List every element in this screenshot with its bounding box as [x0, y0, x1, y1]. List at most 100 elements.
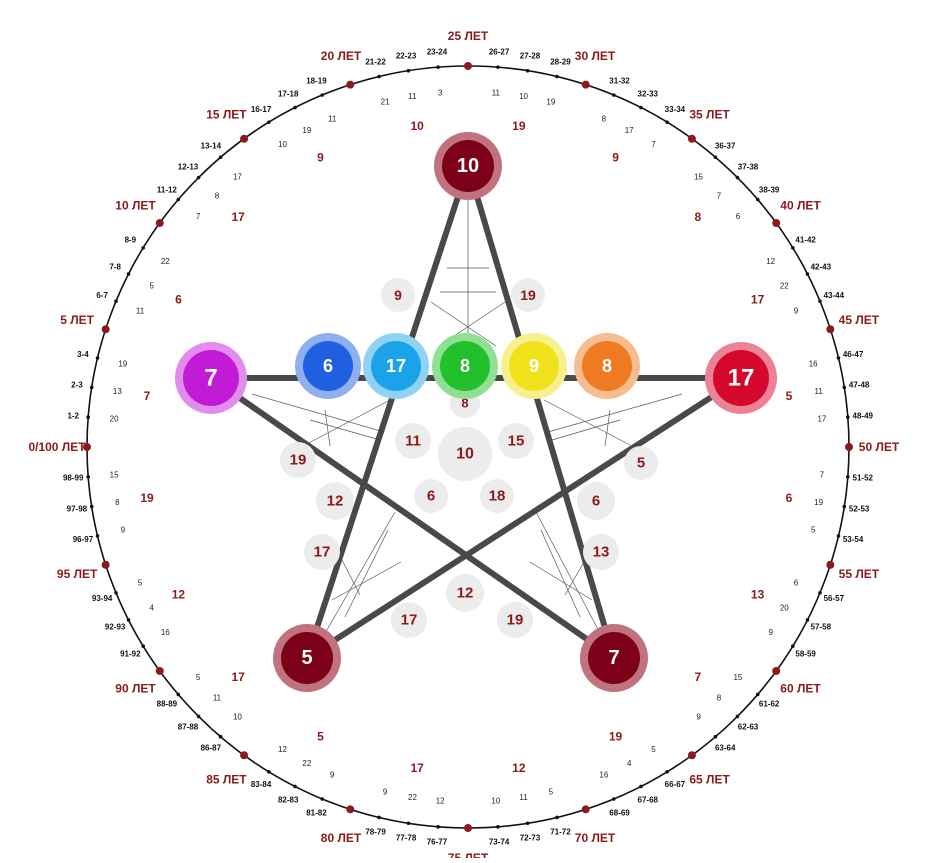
range-tick-dot	[713, 155, 718, 160]
grey-number-disc	[316, 482, 354, 520]
chakra-node-4-core	[509, 341, 559, 391]
age-range-label: 62-63	[738, 723, 759, 732]
range-tick-dot	[320, 797, 324, 801]
ring-inner-value: 12	[766, 257, 775, 266]
age-range-label: 26-27	[489, 48, 510, 57]
ring-major-value: 19	[512, 119, 526, 133]
grey-number-upper-right: 19	[520, 287, 536, 303]
grey-number-disc	[446, 574, 484, 612]
star-node-bottom-left-core	[281, 632, 333, 684]
age-label: 45 ЛЕТ	[839, 313, 880, 327]
ring-inner-value: 17	[817, 415, 826, 424]
range-tick-dot	[196, 175, 201, 180]
age-label: 10 ЛЕТ	[115, 198, 156, 212]
range-tick-dot	[406, 821, 411, 826]
ring-inner-value: 16	[161, 628, 170, 637]
age-range-label: 23-24	[427, 48, 448, 57]
range-tick-dot	[555, 74, 559, 79]
grey-number-disc	[497, 602, 533, 638]
age-range-label: 66-67	[665, 780, 686, 789]
age-range-label: 58-59	[795, 649, 816, 658]
ring-inner-value: 17	[233, 173, 242, 182]
age-range-label: 12-13	[178, 162, 199, 171]
ring-inner-value: 19	[302, 126, 311, 135]
ring-major-value: 7	[694, 670, 701, 684]
range-tick-dot	[496, 825, 500, 829]
age-range-label: 83-84	[251, 780, 272, 789]
range-tick-dot	[612, 93, 616, 97]
range-tick-dot	[436, 825, 440, 829]
grey-number-arm-right-top: 5	[637, 455, 645, 472]
range-tick-dot	[196, 714, 201, 719]
range-tick-dot	[114, 299, 118, 303]
grey-number-disc	[577, 482, 615, 520]
ring-inner-value: 13	[113, 387, 122, 396]
ring-inner-value: 11	[213, 694, 222, 703]
ring-major-value: 6	[175, 292, 182, 306]
grey-number-arm-left-top: 19	[290, 452, 307, 469]
chakra-node-2-core	[371, 341, 421, 391]
age-range-label: 72-73	[520, 834, 541, 843]
range-tick-dot	[755, 197, 760, 202]
age-range-label: 3-4	[77, 350, 89, 359]
age-range-label: 51-52	[853, 474, 874, 483]
age-range-label: 52-53	[849, 504, 870, 513]
age-marker-dot	[772, 219, 781, 228]
ring-inner-value: 22	[302, 759, 311, 768]
range-tick-dot	[836, 534, 841, 538]
ring-inner-value: 12	[436, 796, 445, 805]
range-tick-dot	[842, 504, 847, 509]
ring-major-value: 9	[612, 150, 619, 164]
grey-number-arm-left-low: 17	[314, 544, 331, 561]
age-range-label: 78-79	[365, 828, 386, 837]
age-label: 65 ЛЕТ	[689, 773, 730, 787]
age-range-label: 46-47	[843, 350, 864, 359]
ring-inner-value: 9	[794, 307, 799, 316]
range-tick-dot	[218, 734, 223, 739]
age-label: 35 ЛЕТ	[689, 107, 730, 121]
grey-number-upper-left: 9	[394, 287, 402, 303]
ring-inner-value: 8	[717, 694, 722, 703]
range-tick-dot	[293, 105, 297, 110]
grey-number-disc	[624, 446, 658, 480]
range-tick-dot	[735, 175, 740, 180]
age-range-label: 61-62	[759, 700, 780, 709]
ring-inner-value: 4	[149, 604, 154, 613]
ring-inner-value: 15	[694, 173, 703, 182]
range-tick-dot	[836, 356, 841, 360]
range-tick-dot	[293, 784, 297, 789]
age-label: 40 ЛЕТ	[780, 198, 821, 212]
age-range-label: 22-23	[396, 51, 417, 60]
chakra-node-3-value: 8	[460, 356, 470, 376]
age-label: 20 ЛЕТ	[321, 49, 362, 63]
grey-number-disc	[280, 442, 316, 478]
age-label: 90 ЛЕТ	[115, 682, 156, 696]
star-outline	[208, 163, 744, 661]
age-range-label: 37-38	[738, 162, 759, 171]
ring-major-value: 12	[172, 588, 186, 602]
ring-inner-value: 7	[820, 470, 825, 479]
age-marker-dot	[826, 325, 835, 334]
age-marker-dot	[581, 805, 590, 814]
age-range-label: 32-33	[638, 90, 659, 99]
ring-inner-value: 6	[794, 578, 799, 587]
ring-major-value: 17	[232, 670, 246, 684]
ring-inner-value: 20	[110, 415, 119, 424]
age-label: 75 ЛЕТ	[448, 851, 489, 858]
ring-major-value: 17	[232, 210, 246, 224]
ring-inner-value: 10	[278, 140, 287, 149]
ring-inner-value: 11	[328, 115, 337, 124]
age-label: 95 ЛЕТ	[57, 567, 98, 581]
grey-number-disc	[304, 534, 340, 570]
age-range-label: 16-17	[251, 105, 272, 114]
ring-inner-value: 6	[736, 212, 741, 221]
age-range-label: 43-44	[824, 291, 845, 300]
ring-inner-value: 5	[811, 525, 816, 534]
range-tick-dot	[805, 618, 810, 622]
grey-number-center: 10	[456, 446, 474, 463]
star-node-bottom-right-core	[588, 632, 640, 684]
range-tick-dot	[525, 68, 530, 73]
age-range-label: 38-39	[759, 185, 780, 194]
range-tick-dot	[377, 74, 381, 79]
range-tick-dot	[141, 246, 145, 250]
